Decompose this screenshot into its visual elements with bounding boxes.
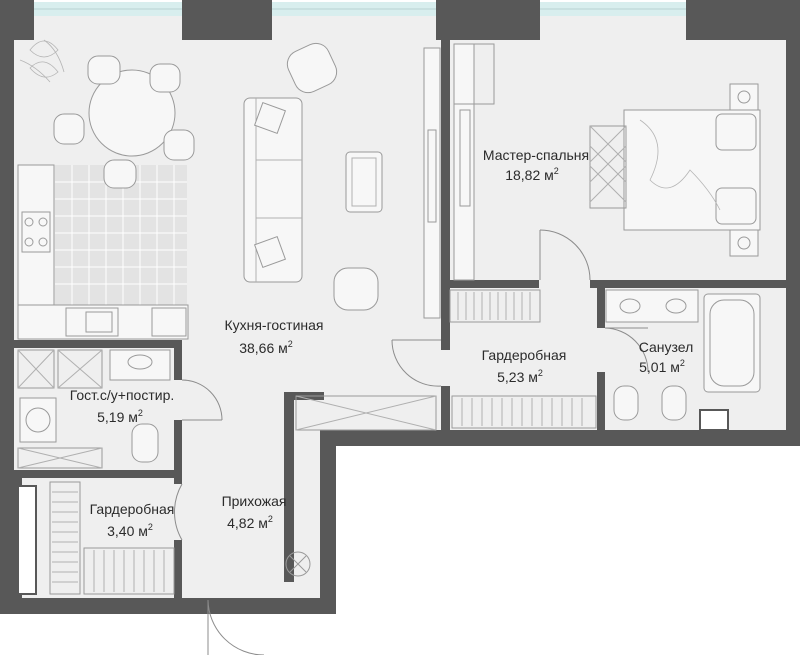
room-name-bathroom: Санузел: [639, 339, 694, 355]
doors: [173, 229, 649, 655]
room-area-hallway: 4,82 м2: [227, 514, 273, 531]
room-name-wardrobe-main: Гардеробная: [482, 347, 567, 363]
room-area-guest-wc: 5,19 м2: [97, 408, 143, 425]
walls: [0, 0, 800, 614]
room-name-guest-wc: Гост.с/у+постир.: [70, 387, 175, 403]
windows: [34, 2, 686, 16]
room-name-master-bedroom: Мастер-спальня: [483, 147, 589, 163]
dining-set: [19, 39, 195, 189]
room-name-kitchen-living: Кухня-гостиная: [224, 317, 323, 333]
bedroom-furniture: [453, 43, 761, 281]
room-area-master-bedroom: 18,82 м2: [505, 166, 559, 183]
room-name-hallway: Прихожая: [222, 493, 287, 509]
room-name-wardrobe-small: Гардеробная: [90, 501, 175, 517]
bathroom-fixtures: [19, 289, 761, 463]
room-area-wardrobe-main: 5,23 м2: [497, 368, 543, 385]
room-area-bathroom: 5,01 м2: [639, 358, 685, 375]
room-area-kitchen-living: 38,66 м2: [239, 339, 293, 356]
living-furniture: [243, 42, 441, 319]
closet-hatches: [17, 289, 597, 595]
kitchen-counter: [17, 164, 189, 340]
room-area-wardrobe-small: 3,40 м2: [107, 522, 153, 539]
room-labels: Кухня-гостиная 38,66 м2 Мастер-спальня 1…: [70, 147, 694, 539]
